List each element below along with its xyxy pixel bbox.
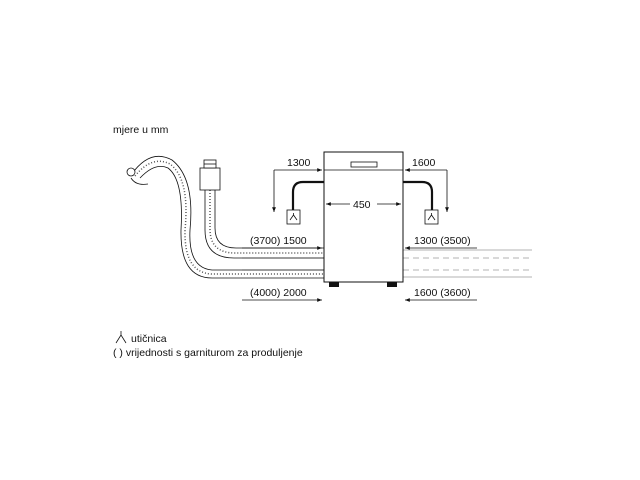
width-dimension: 450	[326, 199, 401, 211]
dim-right-water: 1600 (3600)	[414, 287, 471, 299]
left-connection: 1300	[272, 157, 324, 225]
socket-symbol-icon	[115, 331, 127, 344]
legend: utičnica ( ) vrijednosti s garniturom za…	[113, 331, 303, 359]
socket-icon	[286, 209, 301, 225]
legend-socket-label: utičnica	[131, 333, 167, 345]
drain-dimensions: (3700) 1500 1300 (3500)	[242, 235, 477, 250]
dim-left-drain: (3700) 1500	[250, 235, 307, 247]
units-note: mjere u mm	[113, 124, 169, 136]
water-inlet-hose	[126, 156, 324, 279]
dishwasher-body	[323, 151, 404, 287]
dim-right-top: 1600	[412, 157, 436, 169]
drain-hose	[199, 159, 324, 259]
dim-left-water: (4000) 2000	[250, 287, 307, 299]
legend-extension-note: ( ) vrijednosti s garniturom za produlje…	[113, 347, 303, 359]
dim-left-top: 1300	[287, 157, 311, 169]
right-connection: 1600	[403, 157, 449, 225]
socket-icon	[424, 209, 439, 225]
dim-width: 450	[353, 199, 371, 211]
water-dimensions: (4000) 2000 1600 (3600)	[242, 287, 477, 302]
dim-right-drain: 1300 (3500)	[414, 235, 471, 247]
